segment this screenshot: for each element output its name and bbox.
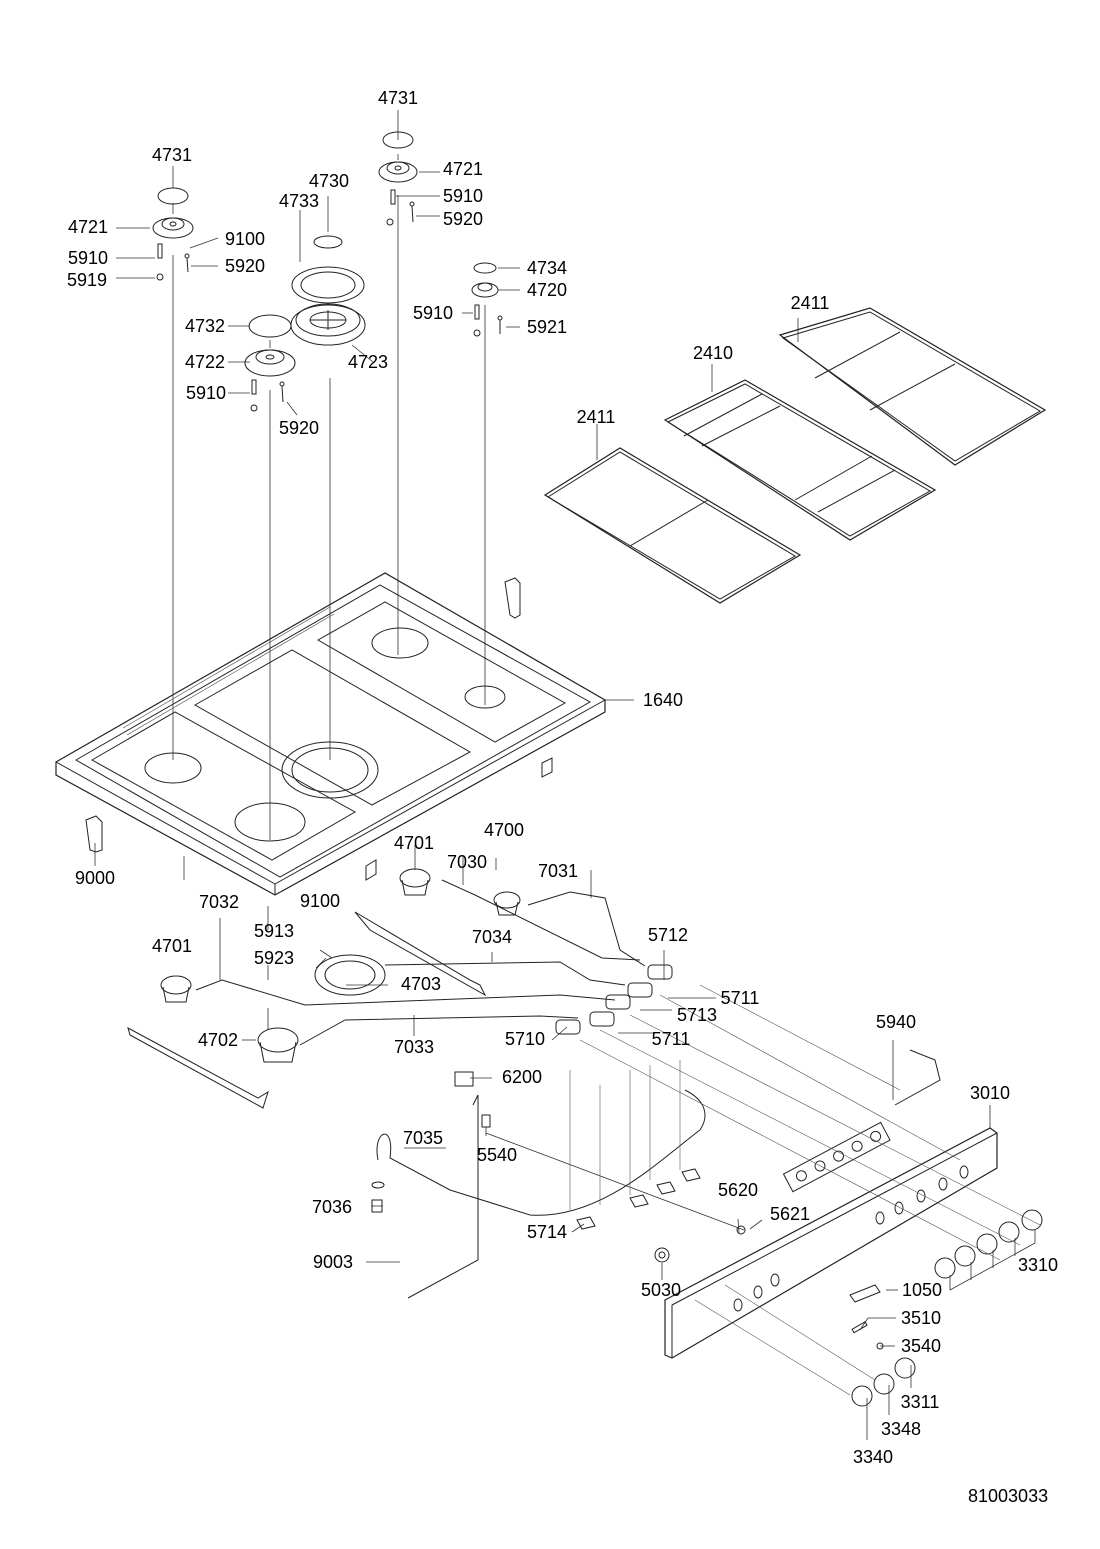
callout-3510: 3510 bbox=[900, 1308, 942, 1328]
callout-5919: 5919 bbox=[66, 270, 108, 290]
callout-7030: 7030 bbox=[446, 852, 488, 872]
callout-5713: 5713 bbox=[676, 1005, 718, 1025]
callout-4723: 4723 bbox=[347, 352, 389, 372]
callout-4733: 4733 bbox=[278, 191, 320, 211]
callout-5714: 5714 bbox=[526, 1222, 568, 1242]
callout-3010: 3010 bbox=[969, 1083, 1011, 1103]
callout-9100-lower: 9100 bbox=[299, 891, 341, 911]
callout-9100-left: 9100 bbox=[224, 229, 266, 249]
callout-7033: 7033 bbox=[393, 1037, 435, 1057]
callout-4703: 4703 bbox=[400, 974, 442, 994]
callout-4701-left: 4701 bbox=[151, 936, 193, 956]
callout-7031: 7031 bbox=[537, 861, 579, 881]
callout-3348: 3348 bbox=[880, 1419, 922, 1439]
callout-4701-rear: 4701 bbox=[393, 833, 435, 853]
callout-1640: 1640 bbox=[642, 690, 684, 710]
callout-5920-mid: 5920 bbox=[278, 418, 320, 438]
callout-2410: 2410 bbox=[692, 343, 734, 363]
callout-3310: 3310 bbox=[1017, 1255, 1059, 1275]
callout-9003: 9003 bbox=[312, 1252, 354, 1272]
callout-2411-right: 2411 bbox=[790, 293, 830, 313]
callout-1050: 1050 bbox=[901, 1280, 943, 1300]
callout-5710: 5710 bbox=[504, 1029, 546, 1049]
callout-5940: 5940 bbox=[875, 1012, 917, 1032]
callout-5711-upper: 5711 bbox=[720, 988, 760, 1008]
callout-5712: 5712 bbox=[647, 925, 689, 945]
knobs bbox=[852, 1210, 1042, 1406]
callout-7036: 7036 bbox=[311, 1197, 353, 1217]
callout-7034: 7034 bbox=[471, 927, 513, 947]
callout-6200: 6200 bbox=[501, 1067, 543, 1087]
callout-5923: 5923 bbox=[253, 948, 295, 968]
callout-5621: 5621 bbox=[769, 1204, 811, 1224]
callout-7035: 7035 bbox=[402, 1128, 444, 1148]
lower-assembly bbox=[128, 869, 1042, 1406]
callout-4721-rear: 4721 bbox=[442, 159, 484, 179]
callout-4700: 4700 bbox=[483, 820, 525, 840]
callout-4731-left: 4731 bbox=[151, 145, 193, 165]
callout-5921: 5921 bbox=[526, 317, 568, 337]
callout-5920-left: 5920 bbox=[224, 256, 266, 276]
callout-5910-left: 5910 bbox=[67, 248, 109, 268]
callout-4721-left: 4721 bbox=[67, 217, 109, 237]
callout-4720: 4720 bbox=[526, 280, 568, 300]
callout-3340: 3340 bbox=[852, 1447, 894, 1467]
callout-5540: 5540 bbox=[476, 1145, 518, 1165]
callout-5910-mid: 5910 bbox=[185, 383, 227, 403]
callout-4734: 4734 bbox=[526, 258, 568, 278]
callout-2411-left: 2411 bbox=[576, 407, 616, 427]
leader-lines bbox=[95, 110, 1035, 1440]
hob-top bbox=[56, 573, 605, 895]
callout-5910-rear: 5910 bbox=[442, 186, 484, 206]
callout-5920-rear: 5920 bbox=[442, 209, 484, 229]
callout-4730: 4730 bbox=[308, 171, 350, 191]
callout-5620: 5620 bbox=[717, 1180, 759, 1200]
callout-4731-rear: 4731 bbox=[377, 88, 419, 108]
callout-9000: 9000 bbox=[74, 868, 116, 888]
callout-3540: 3540 bbox=[900, 1336, 942, 1356]
pan-supports bbox=[545, 308, 1045, 603]
burner-parts bbox=[153, 132, 502, 411]
drawing-number: 81003033 bbox=[968, 1486, 1049, 1506]
callout-3311: 3311 bbox=[900, 1392, 940, 1412]
callout-4702: 4702 bbox=[197, 1030, 239, 1050]
callout-5030: 5030 bbox=[640, 1280, 682, 1300]
callout-4732: 4732 bbox=[184, 316, 226, 336]
callout-4722: 4722 bbox=[184, 352, 226, 372]
callout-7032: 7032 bbox=[198, 892, 240, 912]
callout-5913: 5913 bbox=[253, 921, 295, 941]
callout-5711-lower: 5711 bbox=[651, 1029, 691, 1049]
callout-5910-right: 5910 bbox=[412, 303, 454, 323]
